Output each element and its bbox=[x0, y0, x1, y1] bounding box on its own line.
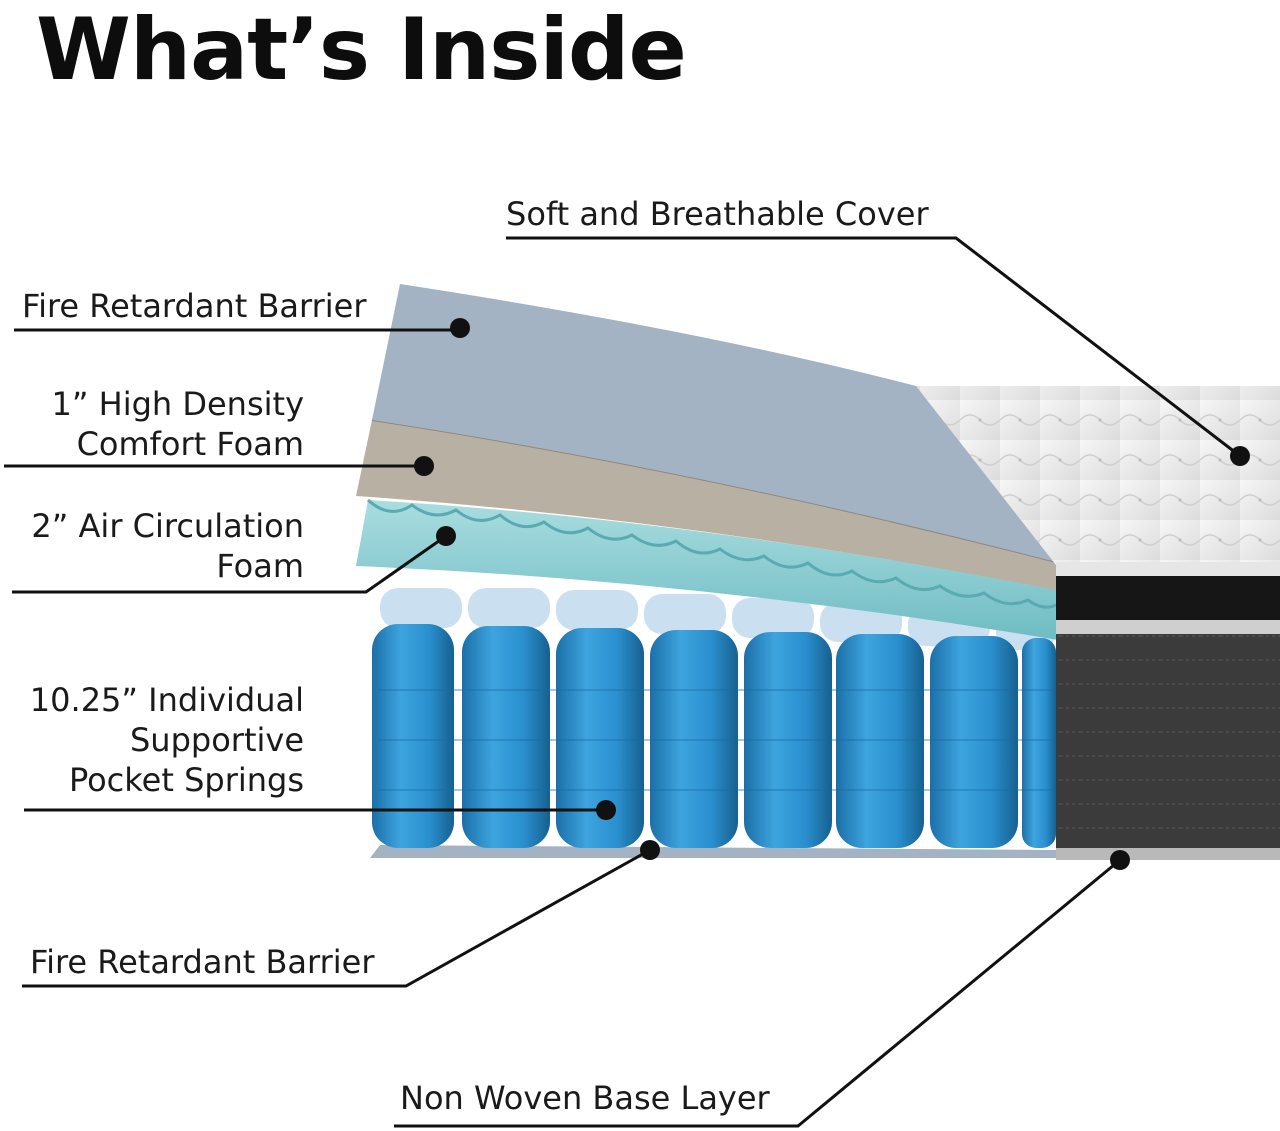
air-foam-dot bbox=[436, 526, 456, 546]
top-barrier bbox=[372, 284, 1056, 562]
air-circulation-foam bbox=[356, 498, 1059, 640]
springs-label: 10.25” Individual Supportive Pocket Spri… bbox=[30, 680, 304, 800]
air-foam-label-line1: 2” Air Circulation bbox=[31, 507, 304, 545]
air-foam-label: 2” Air Circulation Foam bbox=[31, 506, 304, 586]
base-dot bbox=[1110, 850, 1130, 870]
fire-bottom-dot bbox=[640, 840, 660, 860]
leader-dots bbox=[414, 318, 1250, 870]
cover-dot bbox=[1230, 446, 1250, 466]
comfort-foam-label: 1” High Density Comfort Foam bbox=[52, 384, 304, 464]
mattress-cover bbox=[916, 386, 1280, 860]
comfort-foam bbox=[356, 419, 1057, 590]
fire-barrier-bottom-label: Fire Retardant Barrier bbox=[30, 943, 375, 981]
bottom-barrier bbox=[370, 845, 1056, 858]
pocket-springs bbox=[372, 624, 1056, 848]
cover-label: Soft and Breathable Cover bbox=[506, 195, 929, 233]
fire-top-dot bbox=[450, 318, 470, 338]
springs-dot bbox=[596, 800, 616, 820]
base-layer-label: Non Woven Base Layer bbox=[400, 1079, 770, 1117]
springs-label-line3: Pocket Springs bbox=[68, 761, 304, 799]
comfort-foam-label-line1: 1” High Density bbox=[51, 385, 304, 423]
page-title: What’s Inside bbox=[36, 0, 687, 100]
springs-label-line1: 10.25” Individual bbox=[29, 681, 304, 719]
springs-label-line2: Supportive bbox=[129, 721, 304, 759]
air-foam-label-line2: Foam bbox=[216, 547, 304, 585]
fire-barrier-top-label: Fire Retardant Barrier bbox=[22, 287, 367, 325]
leader-lines bbox=[4, 236, 1241, 1128]
comfort-foam-dot bbox=[414, 456, 434, 476]
comfort-foam-label-line2: Comfort Foam bbox=[76, 425, 304, 463]
